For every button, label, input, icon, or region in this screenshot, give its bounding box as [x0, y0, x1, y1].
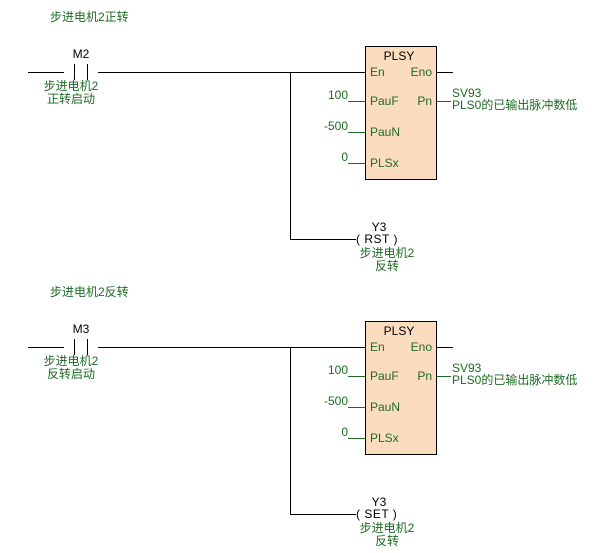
input-value-pauf-2[interactable]: 100 — [327, 363, 348, 377]
output-operand-pn-2[interactable]: SV93 — [452, 361, 482, 375]
coil-comment-line2-1: 反转 — [374, 259, 399, 273]
coil-comment-line1-1: 步进电机2 — [359, 246, 415, 260]
rung-wire-left-2 — [28, 347, 64, 348]
input-stub-pauf-2 — [348, 376, 365, 377]
input-value-plsx-1[interactable]: 0 — [341, 150, 348, 164]
pin-en-2: En — [370, 340, 385, 354]
contact-m2[interactable] — [64, 64, 98, 80]
rung-wire-main-1 — [98, 72, 365, 73]
pin-en-1: En — [370, 65, 385, 79]
function-block-title-2: PLSY — [383, 324, 415, 338]
branch-wire-to-coil-1 — [290, 239, 356, 240]
rung-header-comment-1: 步进电机2正转 — [50, 10, 129, 24]
coil-rst-1[interactable]: ( RST ) — [356, 232, 398, 246]
input-stub-paun-1 — [348, 132, 365, 133]
input-value-paun-2[interactable]: -500 — [323, 394, 348, 408]
contact-comment-line2-2: 反转启动 — [46, 367, 95, 381]
contact-m3[interactable] — [64, 339, 98, 355]
pin-plsx-1: PLSx — [370, 156, 399, 170]
rung-header-comment-2: 步进电机2反转 — [50, 285, 129, 299]
pin-paun-2: PauN — [370, 400, 401, 414]
input-stub-paun-2 — [348, 407, 365, 408]
pin-pn-1: Pn — [417, 94, 432, 108]
pin-paun-1: PauN — [370, 125, 401, 139]
contact-device-name-1: M2 — [72, 47, 90, 61]
output-comment-pn-2: PLS0的已输出脉冲数低 — [452, 373, 578, 387]
contact-comment-line1-1: 步进电机2 — [43, 79, 99, 93]
coil-device-name-2: Y3 — [371, 495, 387, 509]
pin-eno-1: Eno — [410, 65, 432, 79]
contact-device-name-2: M3 — [72, 322, 90, 336]
contact-bar-right-icon — [87, 64, 88, 80]
branch-wire-to-coil-2 — [290, 514, 356, 515]
input-value-pauf-1[interactable]: 100 — [327, 88, 348, 102]
rung-wire-left-1 — [28, 72, 64, 73]
function-block-plsy-1[interactable]: PLSY En Eno PauF PauN PLSx Pn — [365, 46, 437, 180]
output-comment-pn-1: PLS0的已输出脉冲数低 — [452, 98, 578, 112]
output-operand-pn-1[interactable]: SV93 — [452, 86, 482, 100]
contact-bar-left-icon — [74, 339, 75, 355]
function-block-title-1: PLSY — [383, 49, 415, 63]
contact-bar-left-icon — [74, 64, 75, 80]
branch-vertical-1 — [290, 72, 291, 239]
coil-device-name-1: Y3 — [371, 220, 387, 234]
pin-eno-2: Eno — [410, 340, 432, 354]
branch-vertical-2 — [290, 347, 291, 514]
output-stub-pn-1 — [437, 101, 451, 102]
eno-output-stub-1 — [437, 72, 453, 73]
pin-pauf-1: PauF — [370, 94, 399, 108]
pin-pauf-2: PauF — [370, 369, 399, 383]
output-stub-pn-2 — [437, 376, 451, 377]
contact-bar-right-icon — [87, 339, 88, 355]
rung-wire-main-2 — [98, 347, 365, 348]
input-stub-pauf-1 — [348, 101, 365, 102]
input-stub-plsx-1 — [348, 163, 365, 164]
input-value-plsx-2[interactable]: 0 — [341, 425, 348, 439]
coil-comment-line2-2: 反转 — [374, 534, 399, 548]
pin-pn-2: Pn — [417, 369, 432, 383]
input-value-paun-1[interactable]: -500 — [323, 119, 348, 133]
coil-set-2[interactable]: ( SET ) — [356, 507, 398, 521]
function-block-plsy-2[interactable]: PLSY En Eno PauF PauN PLSx Pn — [365, 321, 437, 455]
eno-output-stub-2 — [437, 347, 453, 348]
contact-comment-line1-2: 步进电机2 — [43, 354, 99, 368]
coil-comment-line1-2: 步进电机2 — [359, 521, 415, 535]
input-stub-plsx-2 — [348, 438, 365, 439]
contact-comment-line2-1: 正转启动 — [46, 92, 95, 106]
pin-plsx-2: PLSx — [370, 431, 399, 445]
